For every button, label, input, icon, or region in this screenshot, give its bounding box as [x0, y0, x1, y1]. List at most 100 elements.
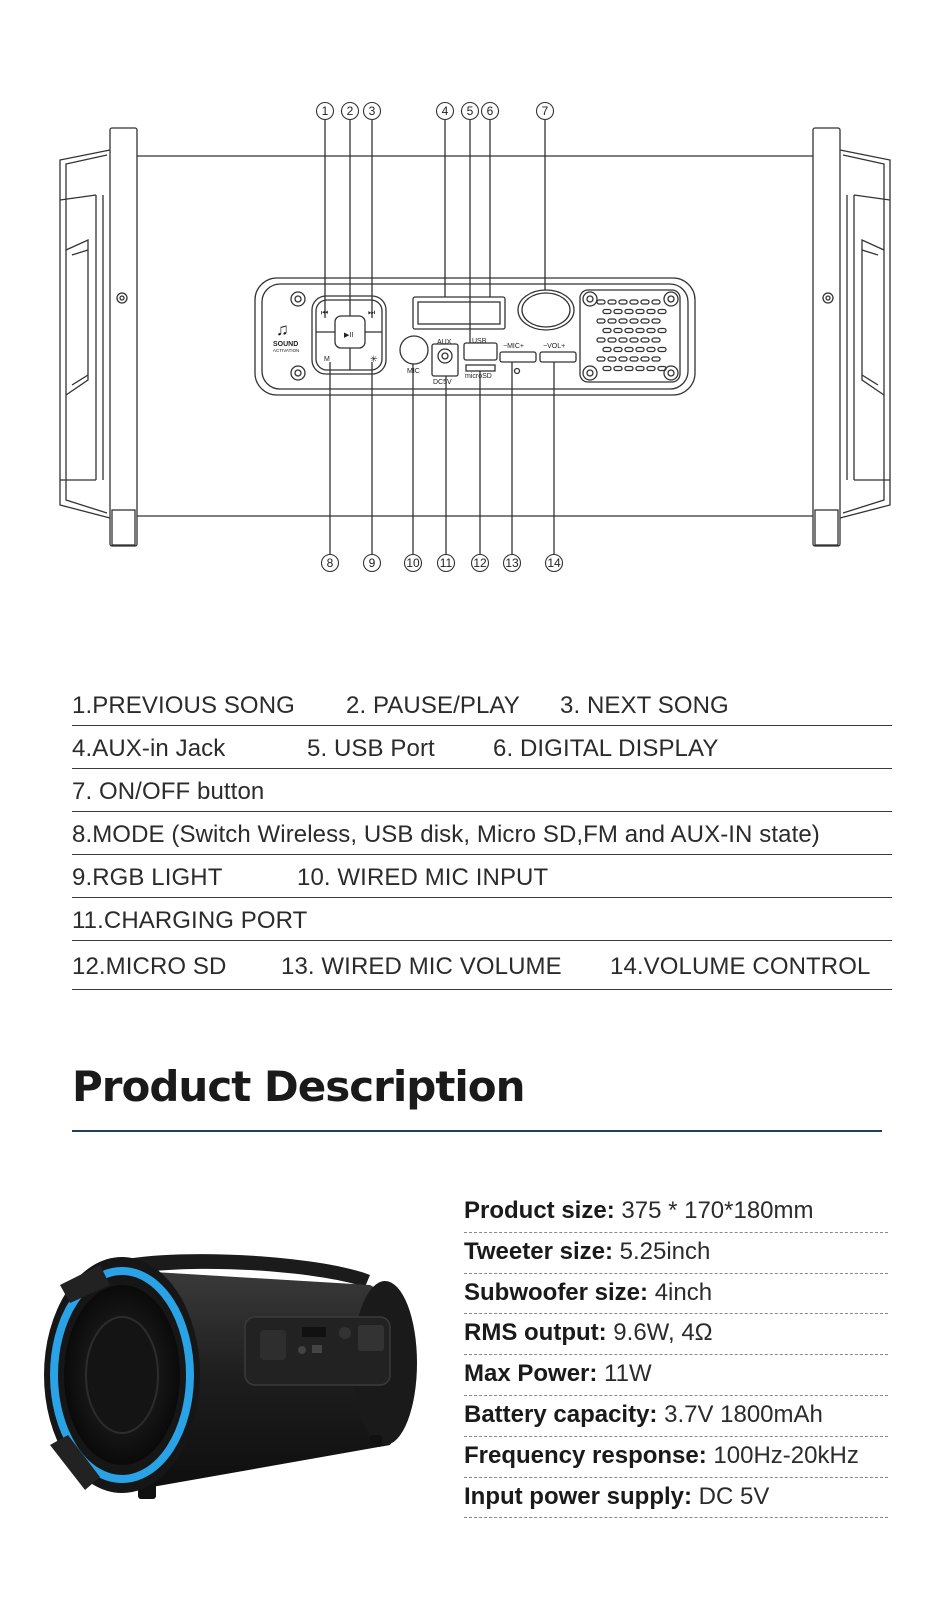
microsd-label: microSD — [465, 373, 492, 380]
grille-slot — [657, 365, 667, 372]
feature-row: 4.AUX-in Jack 5. USB Port 6. DIGITAL DIS… — [72, 726, 892, 769]
spec-label: Frequency response: — [464, 1441, 707, 1469]
svg-text:8: 8 — [327, 556, 334, 570]
spec-value: 375 * 170*180mm — [621, 1197, 814, 1224]
callout-11: 11 — [436, 553, 456, 573]
spec-row: Battery capacity: 3.7V 1800mAh — [464, 1396, 888, 1437]
feature-item: 7. ON/OFF button — [72, 778, 265, 805]
svg-text:12: 12 — [473, 556, 487, 570]
spec-label: Battery capacity: — [464, 1400, 658, 1428]
speaker-panel-diagram: ♫ SOUND ACTIVATION ⏮ ⏭ ▶II M ✳ AUX USB −… — [59, 101, 891, 573]
spec-row: Input power supply: DC 5V — [464, 1478, 888, 1519]
grille-slot — [596, 356, 606, 362]
grille-slot — [651, 318, 661, 324]
speaker-grille-slots — [596, 299, 667, 372]
rgb-light-ring — [50, 1267, 194, 1483]
grille-slot — [602, 346, 612, 353]
grille-slot — [618, 337, 628, 343]
light-icon: ✳ — [370, 354, 378, 364]
svg-text:4: 4 — [442, 104, 449, 118]
spec-value: 9.6W, 4Ω — [613, 1319, 713, 1347]
grille-slot — [596, 318, 606, 324]
spec-value: 5.25inch — [619, 1237, 711, 1265]
right-end-cap — [812, 127, 891, 547]
svg-text:1: 1 — [322, 104, 329, 118]
callout-lines — [324, 120, 555, 554]
grille-slot — [646, 327, 656, 334]
next-icon: ⏭ — [368, 308, 375, 317]
spec-label: Input power supply: — [464, 1482, 692, 1510]
callout-3: 3 — [362, 101, 382, 121]
grille-slot — [651, 299, 661, 305]
callout-6: 6 — [480, 101, 500, 121]
grille-slot — [607, 299, 617, 305]
spec-row: RMS output: 9.6W, 4Ω — [464, 1314, 888, 1356]
grille-slot — [629, 318, 639, 324]
grille-slot — [635, 327, 645, 334]
grille-slot — [602, 327, 612, 334]
svg-text:3: 3 — [369, 104, 376, 118]
callout-8: 8 — [320, 553, 340, 573]
grille-slot — [629, 299, 639, 305]
feature-row: 9.RGB LIGHT 10. WIRED MIC INPUT — [72, 855, 892, 898]
grille-slot — [613, 308, 623, 315]
grille-slot — [602, 308, 612, 315]
spec-value: DC 5V — [698, 1482, 770, 1510]
feature-item: 9.RGB LIGHT — [72, 864, 223, 891]
section-title: Product Description — [72, 1062, 526, 1111]
callout-1: 1 — [315, 101, 335, 121]
callout-13: 13 — [502, 553, 522, 573]
grille-slot — [624, 365, 634, 372]
grille-slot — [657, 308, 667, 315]
activation-label: ACTIVATION — [273, 348, 299, 353]
grille-slot — [596, 337, 606, 343]
spec-value: 11W — [604, 1360, 652, 1388]
feature-item: 12.MICRO SD — [72, 953, 227, 980]
grille-slot — [651, 356, 661, 362]
spec-row: Tweeter size: 5.25inch — [464, 1233, 888, 1274]
grille-slot — [635, 308, 645, 315]
grille-slot — [640, 299, 650, 305]
feature-item: 14.VOLUME CONTROL — [610, 953, 871, 980]
music-note-icon: ♫ — [276, 320, 289, 339]
grille-slot — [596, 299, 606, 305]
feature-item: 10. WIRED MIC INPUT — [297, 864, 549, 891]
section-divider — [72, 1130, 882, 1132]
grille-slot — [657, 327, 667, 334]
svg-text:10: 10 — [406, 556, 420, 570]
grille-slot — [607, 356, 617, 362]
mode-label: M — [324, 356, 330, 363]
feature-item: 4.AUX-in Jack — [72, 735, 226, 762]
grille-slot — [629, 337, 639, 343]
grille-slot — [618, 318, 628, 324]
left-end-cap — [59, 127, 138, 547]
feature-list: 1.PREVIOUS SONG 2. PAUSE/PLAY 3. NEXT SO… — [72, 683, 892, 990]
svg-text:2: 2 — [347, 104, 354, 118]
svg-text:7: 7 — [542, 104, 549, 118]
spec-label: RMS output: — [464, 1319, 607, 1347]
callout-12: 12 — [470, 553, 490, 573]
spec-row: Max Power: 11W — [464, 1355, 888, 1396]
feature-item: 13. WIRED MIC VOLUME — [281, 953, 562, 980]
feature-item: 1.PREVIOUS SONG — [72, 692, 295, 719]
spec-row: Frequency response: 100Hz-20kHz — [464, 1437, 888, 1478]
spec-row: Subwoofer size: 4inch — [464, 1274, 888, 1315]
mic-vol-label: −MIC+ — [503, 343, 524, 350]
usb-label: USB — [472, 338, 487, 345]
spec-label: Subwoofer size: — [464, 1278, 649, 1306]
grille-slot — [607, 337, 617, 343]
spec-value: 4inch — [654, 1278, 713, 1306]
control-panel — [254, 277, 696, 396]
dc5v-label: DC5V — [433, 379, 452, 386]
svg-text:9: 9 — [369, 556, 376, 570]
spec-label: Max Power: — [464, 1360, 598, 1388]
callout-5: 5 — [460, 101, 480, 121]
grille-slot — [646, 365, 656, 372]
grille-slot — [646, 346, 656, 353]
grille-slot — [646, 308, 656, 315]
feature-item: 3. NEXT SONG — [560, 692, 729, 719]
svg-text:14: 14 — [547, 556, 561, 570]
grille-slot — [640, 356, 650, 362]
feature-row: 8.MODE (Switch Wireless, USB disk, Micro… — [72, 812, 892, 855]
